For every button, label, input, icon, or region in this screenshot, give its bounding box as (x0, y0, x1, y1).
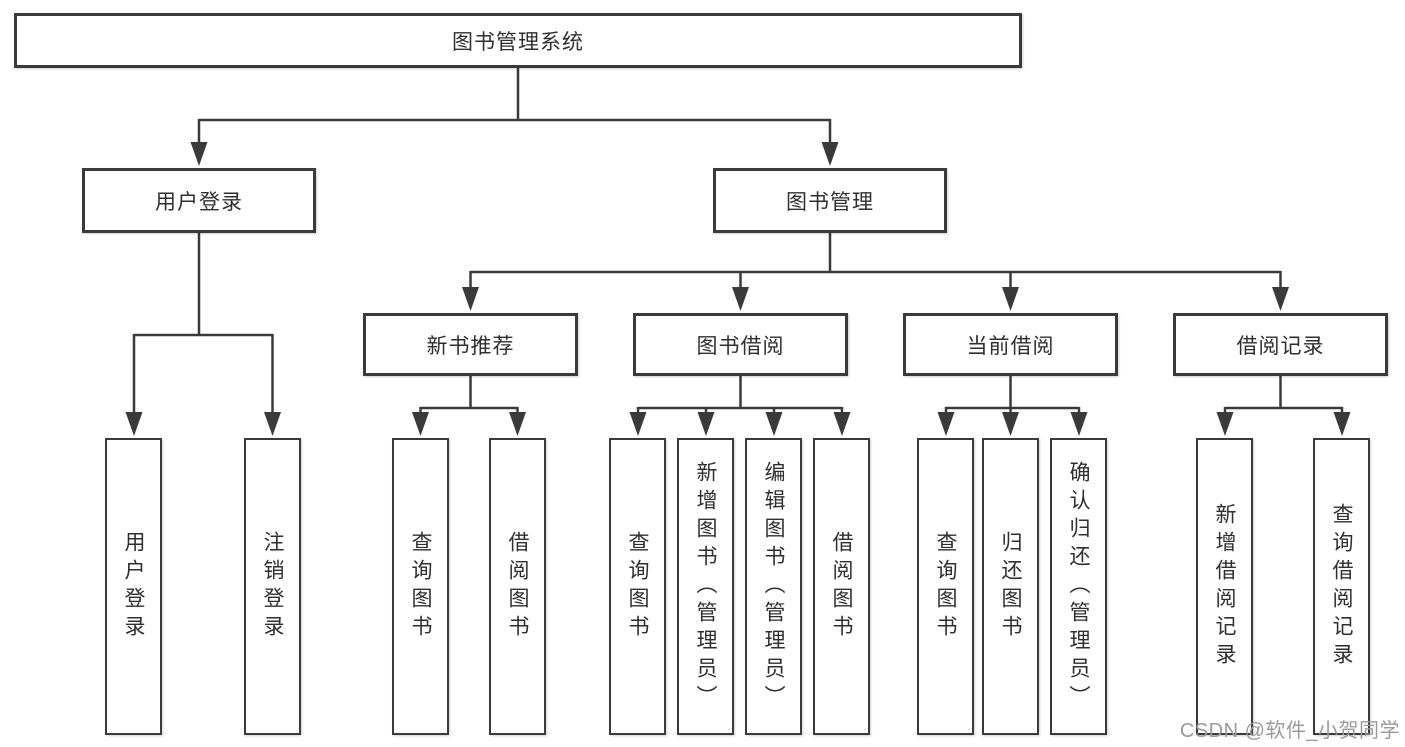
arrow-down-icon (412, 412, 429, 436)
node-label: 用户登录 (122, 530, 145, 643)
arrow-down-icon (264, 412, 281, 436)
arrow-down-icon (765, 412, 783, 436)
node-leaf-logout: 注销登录 (244, 438, 301, 735)
arrow-down-icon (1333, 412, 1351, 436)
node-label: 新增借阅记录 (1213, 502, 1236, 671)
node-user-login: 用户登录 (82, 168, 316, 233)
node-leaf-edit-books-admin: 编辑图书（管理员） (745, 438, 802, 735)
arrow-down-icon (1272, 287, 1289, 311)
node-new-book-recommendation: 新书推荐 (363, 313, 578, 376)
node-current-borrowing: 当前借阅 (903, 313, 1118, 376)
arrow-down-icon (1002, 287, 1019, 311)
node-leaf-return-books: 归还图书 (982, 438, 1039, 735)
node-label: 新增图书（管理员） (694, 460, 717, 713)
arrow-down-icon (509, 412, 526, 436)
node-label: 归还图书 (999, 530, 1022, 643)
node-leaf-query-books: 查询图书 (917, 438, 974, 735)
arrow-down-icon (190, 142, 208, 166)
node-leaf-add-books-admin: 新增图书（管理员） (677, 438, 734, 735)
arrow-down-icon (833, 412, 851, 436)
node-label: 借阅图书 (830, 530, 853, 643)
arrow-down-icon (462, 287, 479, 311)
node-leaf-query-books: 查询图书 (392, 438, 449, 735)
node-leaf-borrow-books: 借阅图书 (813, 438, 870, 735)
arrow-down-icon (1002, 412, 1019, 436)
node-book-management: 图书管理 (713, 168, 947, 233)
arrow-down-icon (697, 412, 715, 436)
node-leaf-confirm-return-admin: 确认归还（管理员） (1050, 438, 1107, 735)
arrow-down-icon (732, 287, 749, 311)
arrow-down-icon (821, 142, 839, 166)
node-label: 借阅图书 (506, 530, 529, 643)
node-leaf-user-login: 用户登录 (105, 438, 162, 735)
node-label: 查询图书 (626, 530, 649, 643)
connector-user-login-children (125, 233, 281, 436)
arrow-down-icon (629, 412, 647, 436)
arrow-down-icon (125, 412, 143, 436)
arrow-down-icon (1070, 412, 1088, 436)
connector-borrow-record-children (1216, 376, 1351, 436)
node-label: 编辑图书（管理员） (762, 460, 785, 713)
connector-current-borrow-children (937, 376, 1088, 436)
node-borrowing-records: 借阅记录 (1173, 313, 1388, 376)
node-leaf-query-books: 查询图书 (609, 438, 666, 735)
node-leaf-add-borrow-record: 新增借阅记录 (1196, 438, 1253, 735)
connector-book-borrow-children (629, 376, 851, 436)
connector-book-mgmt-to-level3 (462, 233, 1289, 311)
arrow-down-icon (937, 412, 955, 436)
node-label: 查询图书 (934, 530, 957, 643)
node-label: 确认归还（管理员） (1067, 460, 1090, 713)
node-book-borrowing: 图书借阅 (633, 313, 848, 376)
arrow-down-icon (1216, 412, 1234, 436)
node-label: 查询借阅记录 (1330, 502, 1353, 671)
node-label: 查询图书 (409, 530, 432, 643)
watermark: CSDN @软件_小贺同学 (1179, 720, 1400, 742)
connector-root-to-level2 (190, 68, 839, 166)
node-label: 注销登录 (261, 530, 284, 643)
node-leaf-query-borrow-record: 查询借阅记录 (1313, 438, 1370, 735)
connector-new-book-children (412, 376, 526, 436)
node-root: 图书管理系统 (14, 13, 1022, 68)
node-leaf-borrow-books: 借阅图书 (489, 438, 546, 735)
